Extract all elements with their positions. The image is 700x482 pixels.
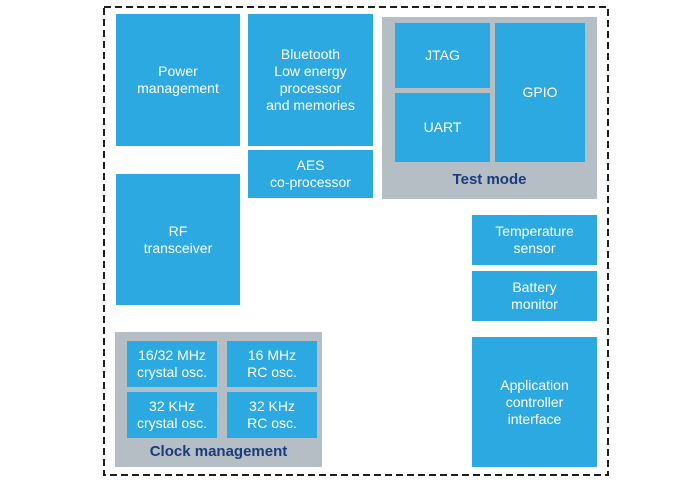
block-application-controller-interface: Application controller interface (472, 337, 597, 467)
block-label-crystal-osc-hf: 16/32 MHz crystal osc. (136, 347, 207, 380)
block-label-aes-coprocessor: AES co-processor (270, 157, 351, 190)
block-label-battery-monitor: Battery monitor (511, 279, 558, 312)
block-uart: UART (395, 93, 490, 162)
block-battery-monitor: Battery monitor (472, 271, 597, 321)
block-label-jtag: JTAG (425, 47, 460, 63)
group-test-mode: JTAG UART GPIO Test mode (382, 17, 597, 199)
block-label-application-controller-interface: Application controller interface (500, 376, 569, 427)
block-label-rc-osc-hf: 16 MHz RC osc. (247, 347, 297, 380)
block-jtag: JTAG (395, 23, 490, 88)
block-label-gpio: GPIO (522, 84, 558, 100)
block-crystal-osc-hf: 16/32 MHz crystal osc. (127, 341, 217, 387)
block-label-ble-processor: Bluetooth Low energy processor and memor… (266, 46, 355, 113)
block-crystal-osc-lf: 32 KHz crystal osc. (127, 392, 217, 438)
block-label-rf-transceiver: RF transceiver (143, 222, 213, 256)
group-label-clock-management: Clock management (149, 443, 288, 460)
block-rc-osc-lf: 32 KHz RC osc. (227, 392, 317, 438)
block-label-uart: UART (423, 119, 462, 135)
block-label-power-management: Power management (137, 63, 219, 96)
block-rc-osc-hf: 16 MHz RC osc. (227, 341, 317, 387)
chip-boundary-dashed-border (103, 6, 609, 476)
group-clock-management: 16/32 MHz crystal osc. 16 MHz RC osc. 32… (115, 332, 322, 467)
block-ble-processor: Bluetooth Low energy processor and memor… (248, 14, 373, 146)
block-label-rc-osc-lf: 32 KHz RC osc. (247, 398, 297, 431)
block-label-crystal-osc-lf: 32 KHz crystal osc. (136, 398, 207, 431)
group-label-test-mode: Test mode (452, 171, 527, 188)
block-aes-coprocessor: AES co-processor (248, 150, 373, 198)
block-temperature-sensor: Temperature sensor (472, 215, 597, 265)
block-rf-transceiver: RF transceiver (116, 174, 240, 305)
block-gpio: GPIO (495, 23, 585, 162)
block-label-temperature-sensor: Temperature sensor (495, 223, 574, 256)
block-power-management: Power management (116, 14, 240, 146)
